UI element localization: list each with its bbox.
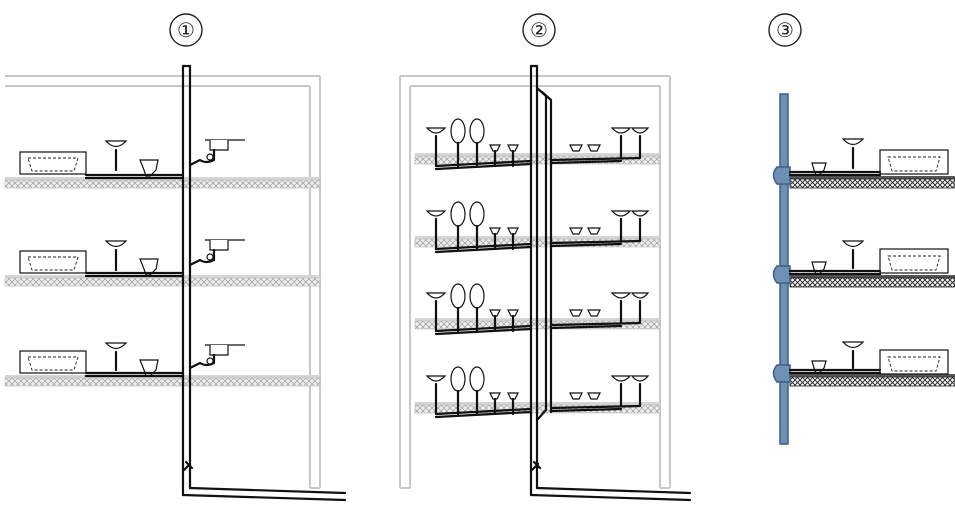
panel-2-multi-stack-system [399, 64, 692, 502]
panel-label-1-text: ① [177, 18, 195, 42]
floor-assembly-4 [425, 366, 650, 419]
panel-label-1: ① [169, 13, 203, 47]
floor-assembly-3 [772, 341, 949, 383]
panel-label-3-text: ③ [776, 18, 794, 42]
main-and-vent-stacks [529, 64, 692, 502]
floor-assembly-3 [19, 342, 245, 378]
floor-assembly-1 [425, 118, 650, 171]
main-soil-stack [181, 64, 347, 502]
panel-1-single-stack-system [4, 64, 347, 502]
floor-assembly-2 [19, 239, 245, 278]
building-frame [399, 75, 671, 489]
floor-assembly-1 [19, 139, 245, 180]
floor-assembly-3 [425, 283, 650, 336]
floor-assembly-2 [772, 240, 949, 284]
floor-assembly-2 [425, 201, 650, 254]
panel-label-2: ② [522, 13, 556, 47]
panel-label-3: ③ [768, 13, 802, 47]
panel-label-2-text: ② [530, 18, 548, 42]
building-frame [5, 75, 321, 489]
floor-assembly-1 [772, 138, 949, 185]
panel-3-blue-stack-system [772, 93, 955, 445]
